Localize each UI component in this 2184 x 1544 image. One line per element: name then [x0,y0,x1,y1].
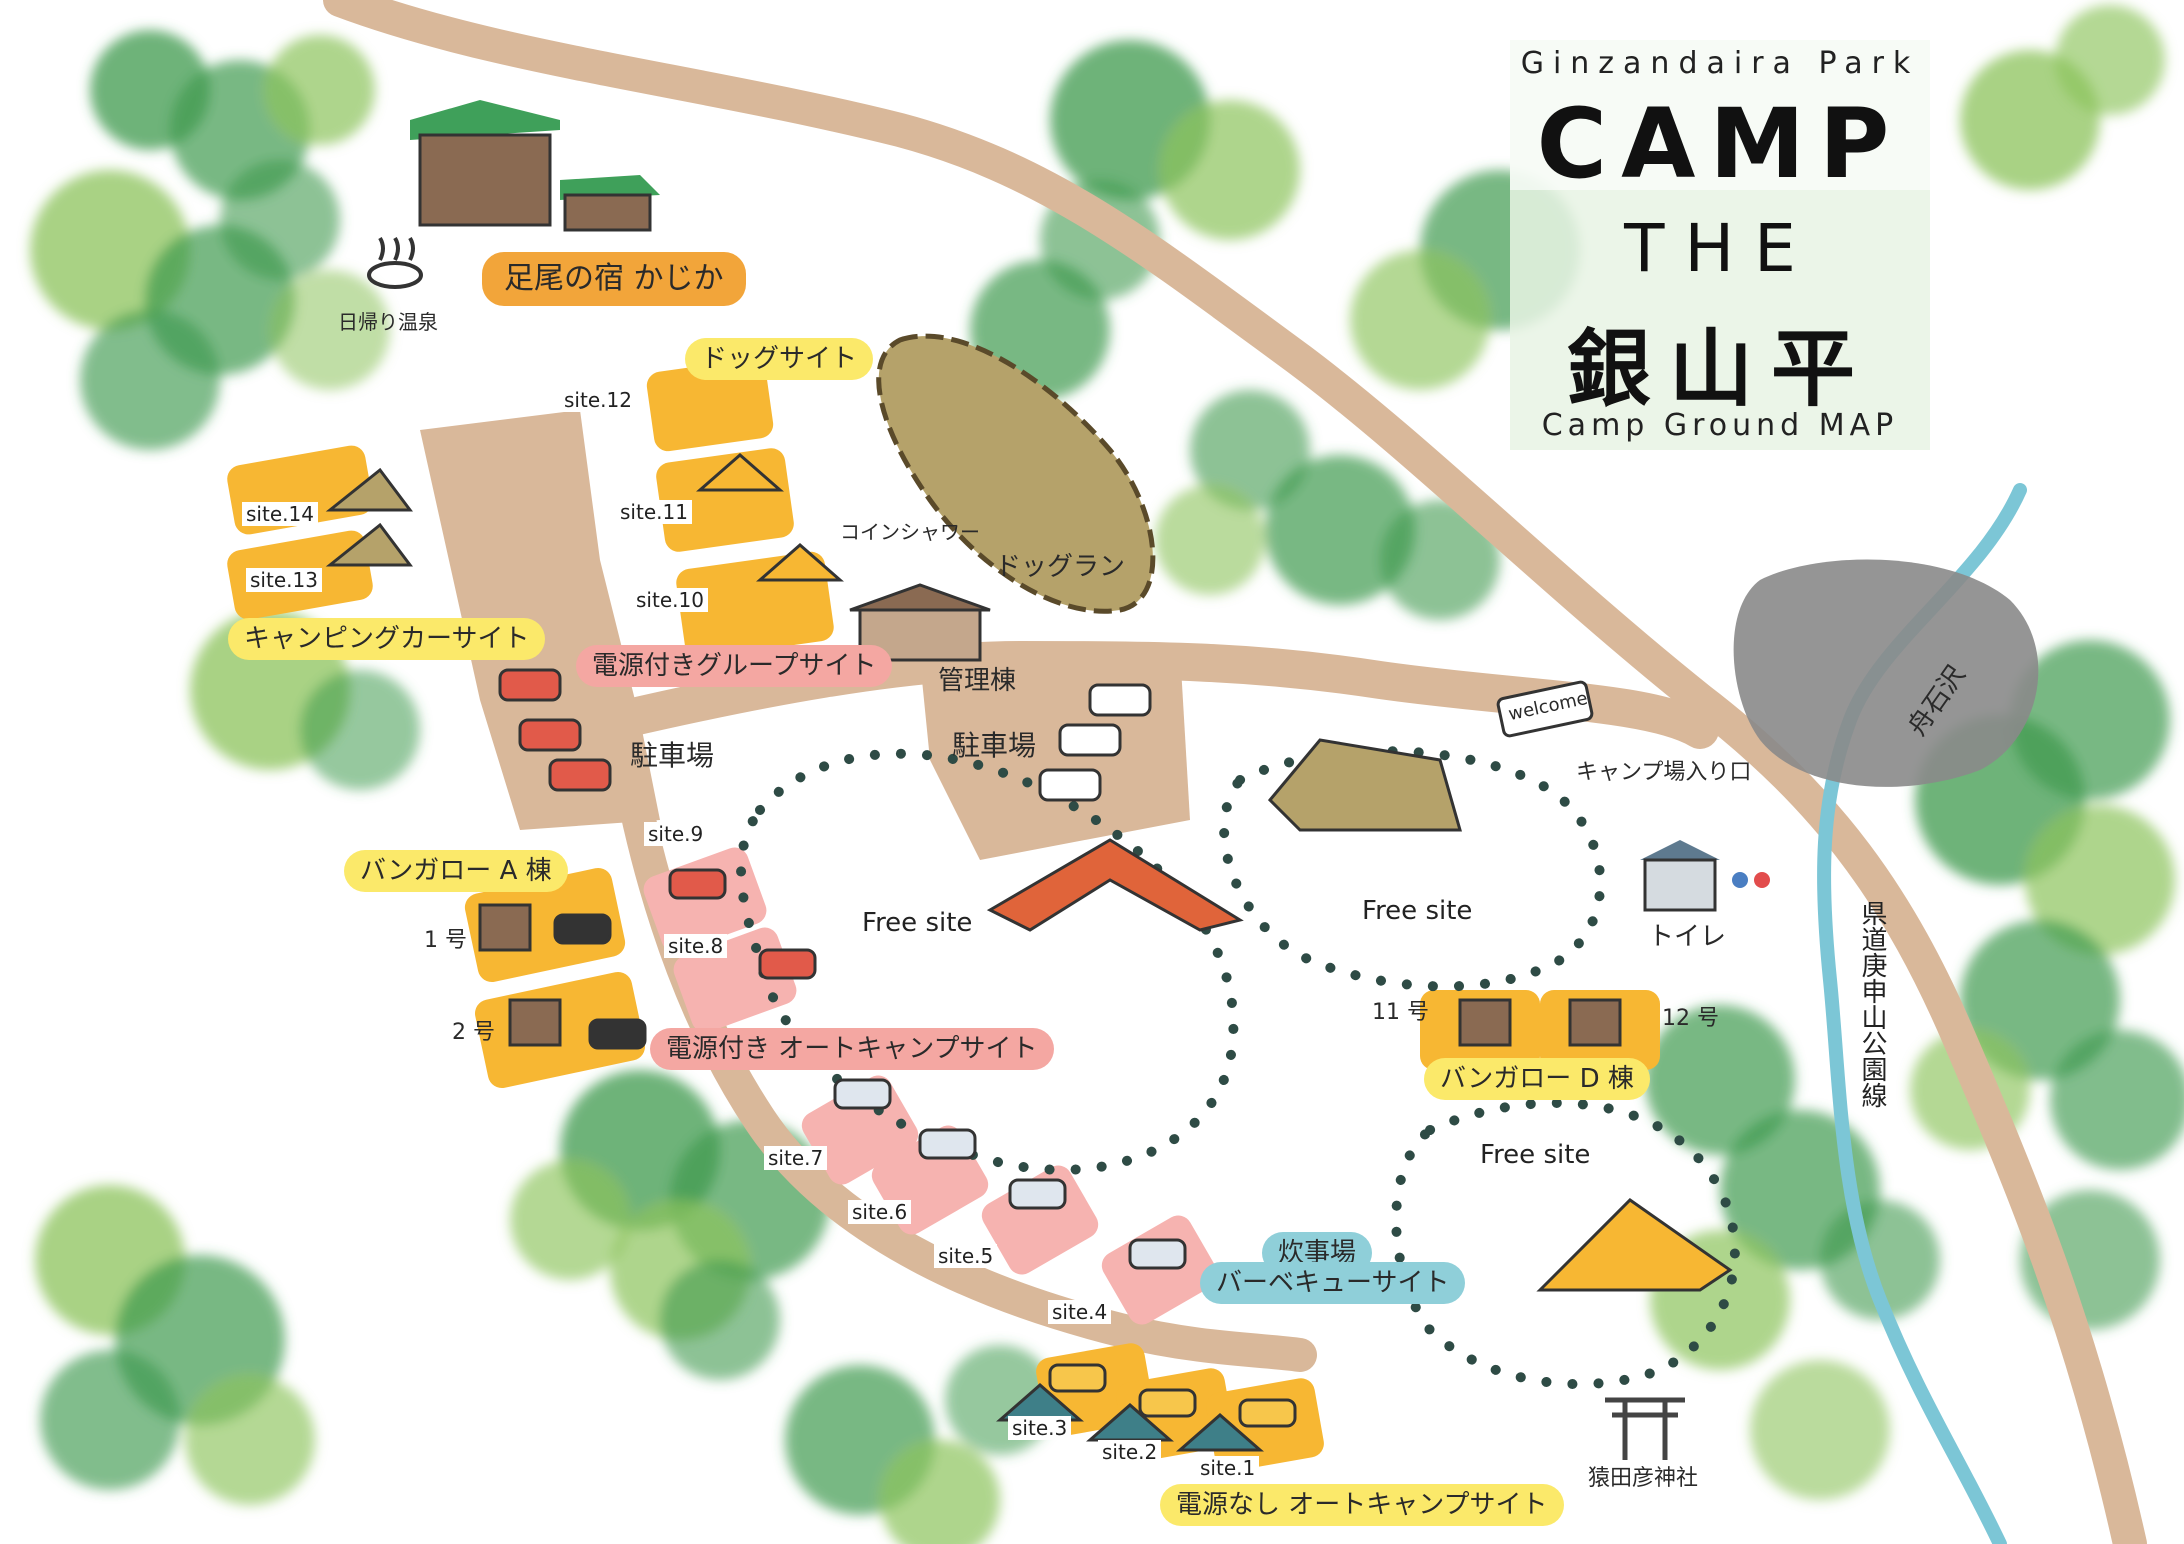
site-5-label: site.5 [934,1244,998,1268]
pond [1733,559,2039,787]
title-camp: CAMP [1536,88,1904,200]
onsen-label: 日帰り温泉 [338,310,438,334]
bbq-label: バーベキューサイト [1200,1262,1466,1304]
welcome-sign [1496,680,1594,738]
site-13-label: site.13 [246,568,322,592]
site-11-label: site.11 [616,500,692,524]
dog-run-area [876,333,1156,614]
camping-car-site-label: キャンピングカーサイト [228,618,546,660]
site-12-label: site.12 [560,388,636,412]
coin-shower-label: コインシャワー [840,520,980,544]
bungalow-d-12-label: 12 号 [1662,1006,1719,1031]
site-1-label: site.1 [1196,1456,1260,1480]
site-9-label: site.9 [644,822,708,846]
road-label: 県道庚申山公園線 [1857,900,1887,1108]
title-subtitle: Camp Ground MAP [1541,408,1899,443]
dog-run-label: ドッグラン [995,552,1126,582]
free-site-label-2: Free site [1362,896,1473,926]
bungalow-d-label: バンガロー D 棟 [1424,1058,1650,1100]
site-14-label: site.14 [242,502,318,526]
toilet-label: トイレ [1648,922,1727,952]
bungalow-a-1-label: 1 号 [424,928,467,953]
shrine-label: 猿田彦神社 [1588,1466,1699,1491]
bungalow-d-11-label: 11 号 [1372,1000,1429,1025]
entrance-label: キャンプ場入り口 [1576,760,1752,785]
free-site-label-3: Free site [1480,1140,1591,1170]
group-site-label: 電源付きグループサイト [576,645,893,687]
title-the: THE [1624,210,1816,287]
trees [30,5,2184,1544]
title-park: Ginzandaira Park [1520,46,1920,81]
site-3-label: site.3 [1008,1416,1072,1440]
free-site-label-1: Free site [862,908,973,938]
bungalow-a-label: バンガロー A 棟 [344,850,568,892]
parking-label-west: 駐車場 [630,739,715,772]
car-icons [498,668,1297,1428]
office-label: 管理棟 [938,666,1017,696]
site-10-label: site.10 [632,588,708,612]
site-7-label: site.7 [764,1146,828,1170]
auto-camp-power-label: 電源付き オートキャンプサイト [650,1028,1054,1070]
site-4-label: site.4 [1048,1300,1112,1324]
parking-area-west [420,410,660,830]
title-panel-top [1510,40,1930,190]
toilet-building [1640,840,1770,912]
site-6-label: site.6 [848,1200,912,1224]
lodge-label: 足尾の宿 かじか [482,252,746,306]
bungalow-icons [478,903,1622,1047]
shrine-torii-icon [1605,1397,1685,1460]
main-road [323,0,2147,1544]
dog-site-label: ドッグサイト [685,338,874,380]
bungalow-a-2-label: 2 号 [452,1020,495,1045]
site-2-label: site.2 [1098,1440,1162,1464]
onsen-icon [367,236,423,289]
auto-camp-nopower-label: 電源なし オートキャンプサイト [1160,1484,1564,1526]
parking-label-east: 駐車場 [952,729,1037,762]
site-8-label: site.8 [664,934,728,958]
title-name: 銀山平 [1566,320,1873,418]
lodge-building [410,100,660,232]
